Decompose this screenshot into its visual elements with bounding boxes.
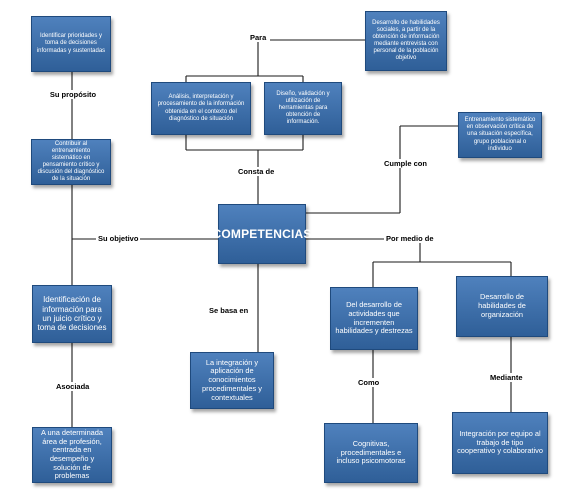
- node-identificar: Identificar prioridades y toma de decisi…: [31, 16, 111, 72]
- node-del-desarrollo: Del desarrollo de actividades que increm…: [330, 287, 418, 350]
- label-consta-de: Consta de: [236, 167, 277, 176]
- node-desarrollo-org: Desarrollo de habilidades de organizació…: [456, 276, 548, 337]
- node-contribuir: Contribuir al entrenamiento sistemático …: [31, 139, 111, 185]
- label-como: Como: [356, 378, 382, 387]
- node-analisis: Análisis, interpretación y procesamiento…: [151, 82, 251, 135]
- label-asociada: Asociada: [54, 382, 92, 391]
- node-entrenamiento: Entrenamiento sistemático en observación…: [458, 112, 542, 158]
- label-su-objetivo: Su objetivo: [96, 234, 141, 243]
- node-integracion-equipo: Integración por equipo al trabajo de tip…: [452, 412, 548, 474]
- node-competencias: COMPETENCIAS: [212, 204, 311, 264]
- node-diseno: Diseño, validación y utilización de herr…: [264, 82, 342, 135]
- node-desarrollo-hab-sociales: Desarrollo de habilidades sociales, a pa…: [365, 11, 447, 71]
- label-por-medio-de: Por medio de: [384, 234, 436, 243]
- node-identificacion: Identificación de información para un ju…: [32, 285, 112, 343]
- label-para: Para: [248, 33, 269, 42]
- label-mediante: Mediante: [488, 373, 525, 382]
- label-se-basa-en: Se basa en: [207, 306, 251, 315]
- node-area: A una determinada área de profesión, cen…: [32, 427, 112, 483]
- label-su-proposito: Su propósito: [46, 90, 100, 99]
- node-cognitivas: Cognitivas, procedimentales e incluso ps…: [324, 423, 418, 483]
- label-cumple-con: Cumple con: [382, 159, 429, 168]
- node-integracion-aplicacion: La integración y aplicación de conocimie…: [190, 352, 274, 409]
